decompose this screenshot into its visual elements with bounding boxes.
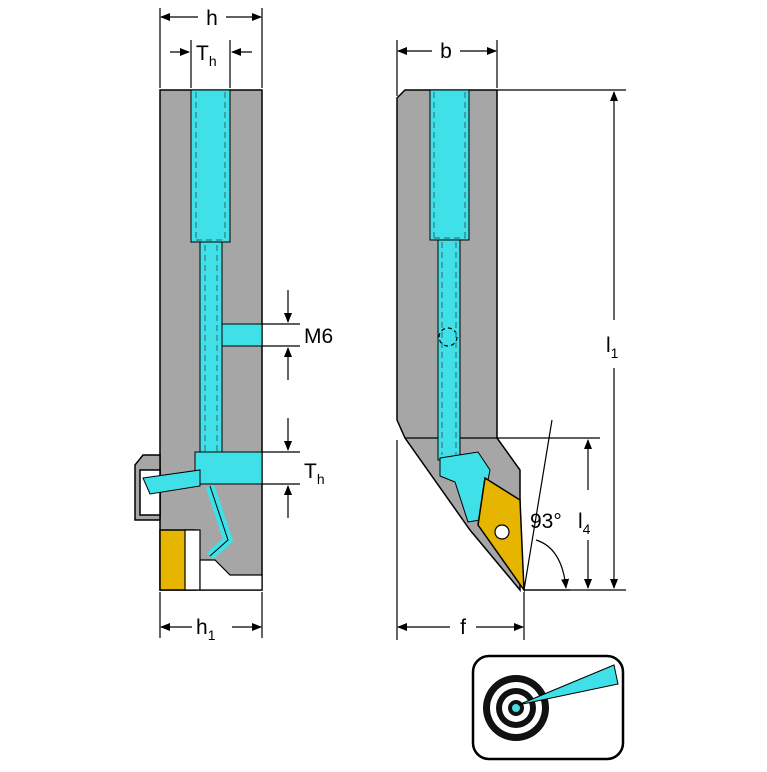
head-recess [199,559,263,591]
label-h: h [206,7,218,30]
hidden-lines-top [433,92,466,455]
label-l4: l4 [578,510,591,537]
side-view: h Th M6 Th h1 [134,7,333,643]
label-th-top: Th [196,42,217,69]
label-m6: M6 [304,325,333,348]
insert-seat [184,529,201,591]
coolant-feed-diagonal-outline [209,485,229,557]
coolant-target-icon [471,654,625,761]
m6-port [221,323,263,347]
label-b: b [440,40,452,63]
label-th-side: Th [304,460,325,487]
coolant-feed-top [439,451,491,523]
insert-hole [494,524,510,540]
hidden-lines-side [195,92,226,455]
coolant-feed-head [142,469,201,495]
cross-port-circle [438,327,458,347]
label-l1: l1 [606,334,619,361]
label-h1: h1 [196,616,216,643]
angle-side-line [523,419,553,591]
label-angle: 93° [530,510,562,533]
coolant-channel-upper [190,89,231,243]
coolant-channel-top-upper [429,89,470,241]
th-port [194,451,263,485]
top-view: b l1 l4 93° f [396,40,626,640]
coolant-channel-top-lower [437,239,461,461]
angle-arc [535,539,570,589]
label-f: f [460,616,466,639]
coolant-channel-lower [199,241,223,461]
